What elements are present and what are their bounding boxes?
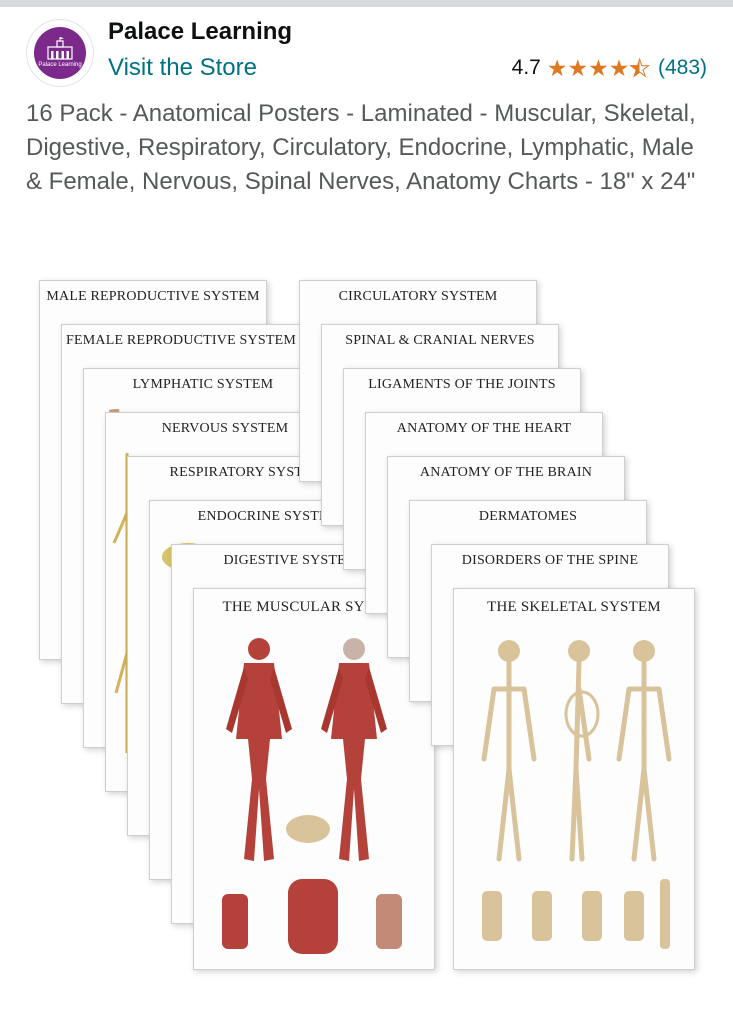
rating-summary[interactable]: 4.7 ★ ★ ★ ★ ★ (483) bbox=[512, 56, 707, 80]
product-title: 16 Pack - Anatomical Posters - Laminated… bbox=[26, 100, 696, 195]
poster-title: LYMPHATIC SYSTEM bbox=[132, 377, 274, 392]
rating-count[interactable]: (483) bbox=[657, 56, 707, 79]
poster-title: DISORDERS OF THE SPINE bbox=[461, 553, 639, 568]
star-rating: ★ ★ ★ ★ ★ bbox=[546, 54, 651, 81]
brand-name: Palace Learning bbox=[108, 18, 293, 45]
poster-title: ENDOCRINE SYSTEM bbox=[197, 509, 341, 524]
poster-title: FEMALE REPRODUCTIVE SYSTEM bbox=[66, 333, 296, 348]
poster-title: CIRCULATORY SYSTEM bbox=[338, 289, 498, 304]
star-full-icon: ★ bbox=[567, 54, 589, 81]
poster-title: DIGESTIVE SYSTEM bbox=[223, 553, 359, 568]
rating-value: 4.7 bbox=[511, 56, 541, 79]
poster-title: SPINAL & CRANIAL NERVES bbox=[345, 333, 535, 348]
brand-logo-mark: Palace Learning bbox=[34, 27, 86, 79]
poster-title: THE MUSCULAR SYSTEM bbox=[222, 599, 406, 615]
poster-skeletal-system: THE SKELETAL SYSTEM bbox=[453, 588, 695, 970]
palace-icon bbox=[47, 37, 73, 60]
poster-title: DERMATOMES bbox=[478, 509, 578, 524]
poster-title: NERVOUS SYSTEM bbox=[161, 421, 289, 436]
poster-title: RESPIRATORY SYSTEM bbox=[169, 465, 325, 480]
poster-title: THE SKELETAL SYSTEM bbox=[487, 599, 661, 615]
product-image[interactable]: MALE REPRODUCTIVE SYSTEM FEMALE REPRODUC… bbox=[35, 275, 705, 975]
star-half-icon: ★ bbox=[629, 54, 651, 81]
star-full-icon: ★ bbox=[588, 54, 609, 81]
poster-title: ANATOMY OF THE BRAIN bbox=[419, 465, 593, 480]
brand-logo[interactable]: Palace Learning bbox=[27, 20, 93, 86]
skeleton-figures bbox=[481, 640, 672, 949]
top-bar bbox=[0, 0, 733, 7]
poster-title: LIGAMENTS OF THE JOINTS bbox=[368, 377, 556, 392]
star-full-icon: ★ bbox=[608, 54, 630, 81]
star-full-icon: ★ bbox=[546, 54, 568, 81]
poster-title: MALE REPRODUCTIVE SYSTEM bbox=[46, 289, 260, 304]
visit-store-link[interactable]: Visit the Store bbox=[108, 54, 257, 81]
logo-text: Palace Learning bbox=[38, 62, 82, 68]
poster-title: ANATOMY OF THE HEART bbox=[396, 421, 572, 436]
muscle-figures bbox=[222, 638, 402, 954]
